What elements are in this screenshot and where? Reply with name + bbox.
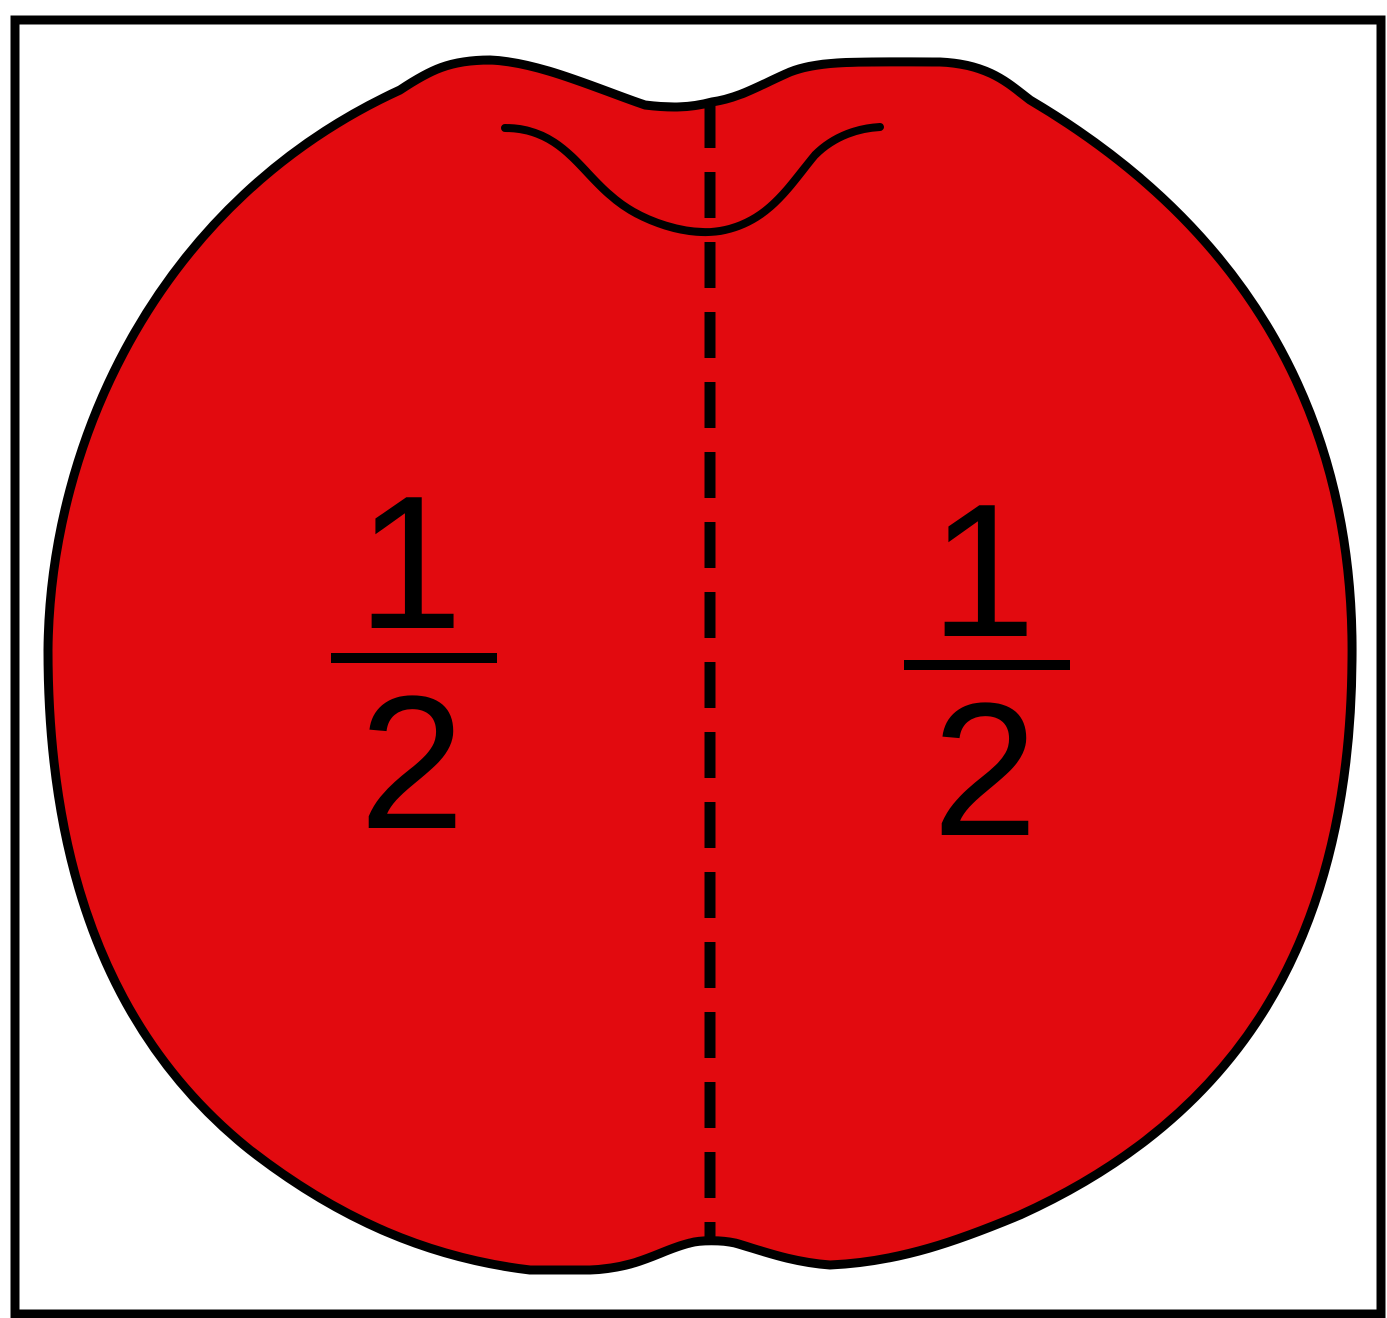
right-numerator: 1 (930, 465, 1036, 677)
right-denominator: 2 (932, 664, 1038, 876)
apple-shape (48, 60, 1352, 1270)
left-denominator: 2 (359, 657, 465, 869)
left-numerator: 1 (357, 457, 463, 669)
